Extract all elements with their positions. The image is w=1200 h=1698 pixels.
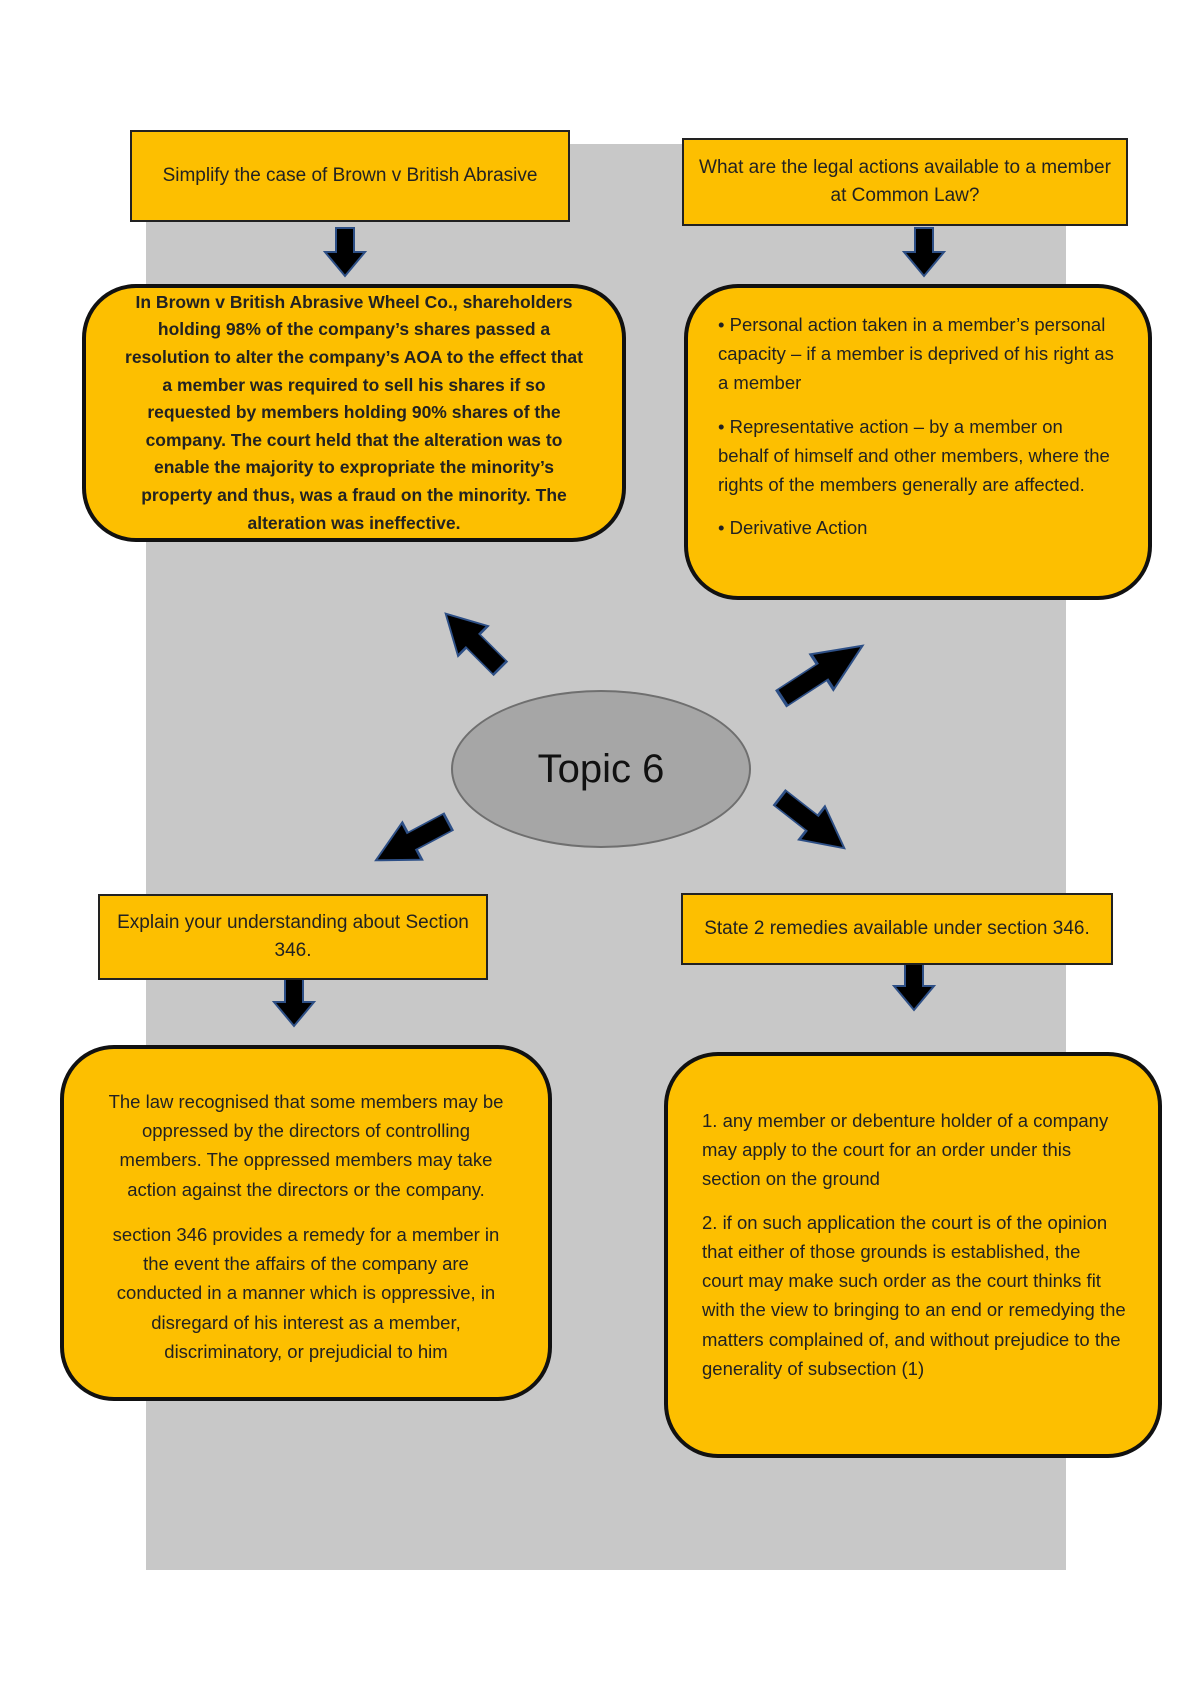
answer-remedy-1: 1. any member or debenture holder of a c… (702, 1110, 1109, 1190)
question-box-bottom-right: State 2 remedies available under section… (681, 893, 1113, 965)
question-text-bottom-right: State 2 remedies available under section… (704, 917, 1090, 939)
down-arrow-top-right (903, 227, 945, 277)
diagonal-arrow-bottom-left (364, 802, 460, 881)
answer-item-personal-action: • Personal action taken in a member’s pe… (718, 314, 1114, 394)
answer-text-top-left: In Brown v British Abrasive Wheel Co., s… (125, 291, 583, 533)
down-arrow-bottom-left (273, 977, 315, 1027)
answer-paragraph-section-346: section 346 provides a remedy for a memb… (112, 1223, 500, 1362)
question-text-bottom-left: Explain your understanding about Section… (117, 911, 469, 962)
question-box-bottom-left: Explain your understanding about Section… (98, 894, 488, 980)
center-topic-ellipse: Topic 6 (451, 690, 751, 848)
center-topic-label: Topic 6 (537, 746, 665, 791)
question-text-top-right: What are the legal actions available to … (699, 156, 1111, 207)
answer-box-bottom-right: 1. any member or debenture holder of a c… (664, 1052, 1162, 1458)
diagonal-arrow-bottom-right (765, 780, 859, 866)
answer-item-derivative-action: • Derivative Action (718, 517, 868, 539)
down-arrow-bottom-right (893, 961, 935, 1011)
diagonal-arrow-top-left (429, 597, 516, 684)
answer-item-representative-action: • Representative action – by a member on… (718, 415, 1110, 496)
answer-box-top-left: In Brown v British Abrasive Wheel Co., s… (82, 284, 626, 542)
question-text-top-left: Simplify the case of Brown v British Abr… (162, 164, 538, 186)
question-box-top-left: Simplify the case of Brown v British Abr… (130, 130, 570, 222)
answer-remedy-2: 2. if on such application the court is o… (702, 1211, 1126, 1379)
down-arrow-top-left (324, 227, 366, 277)
answer-paragraph-oppression: The law recognised that some members may… (108, 1091, 504, 1200)
answer-box-bottom-left: The law recognised that some members may… (60, 1045, 552, 1401)
answer-box-top-right: • Personal action taken in a member’s pe… (684, 284, 1152, 600)
question-box-top-right: What are the legal actions available to … (682, 138, 1128, 226)
diagonal-arrow-top-right (769, 626, 876, 718)
